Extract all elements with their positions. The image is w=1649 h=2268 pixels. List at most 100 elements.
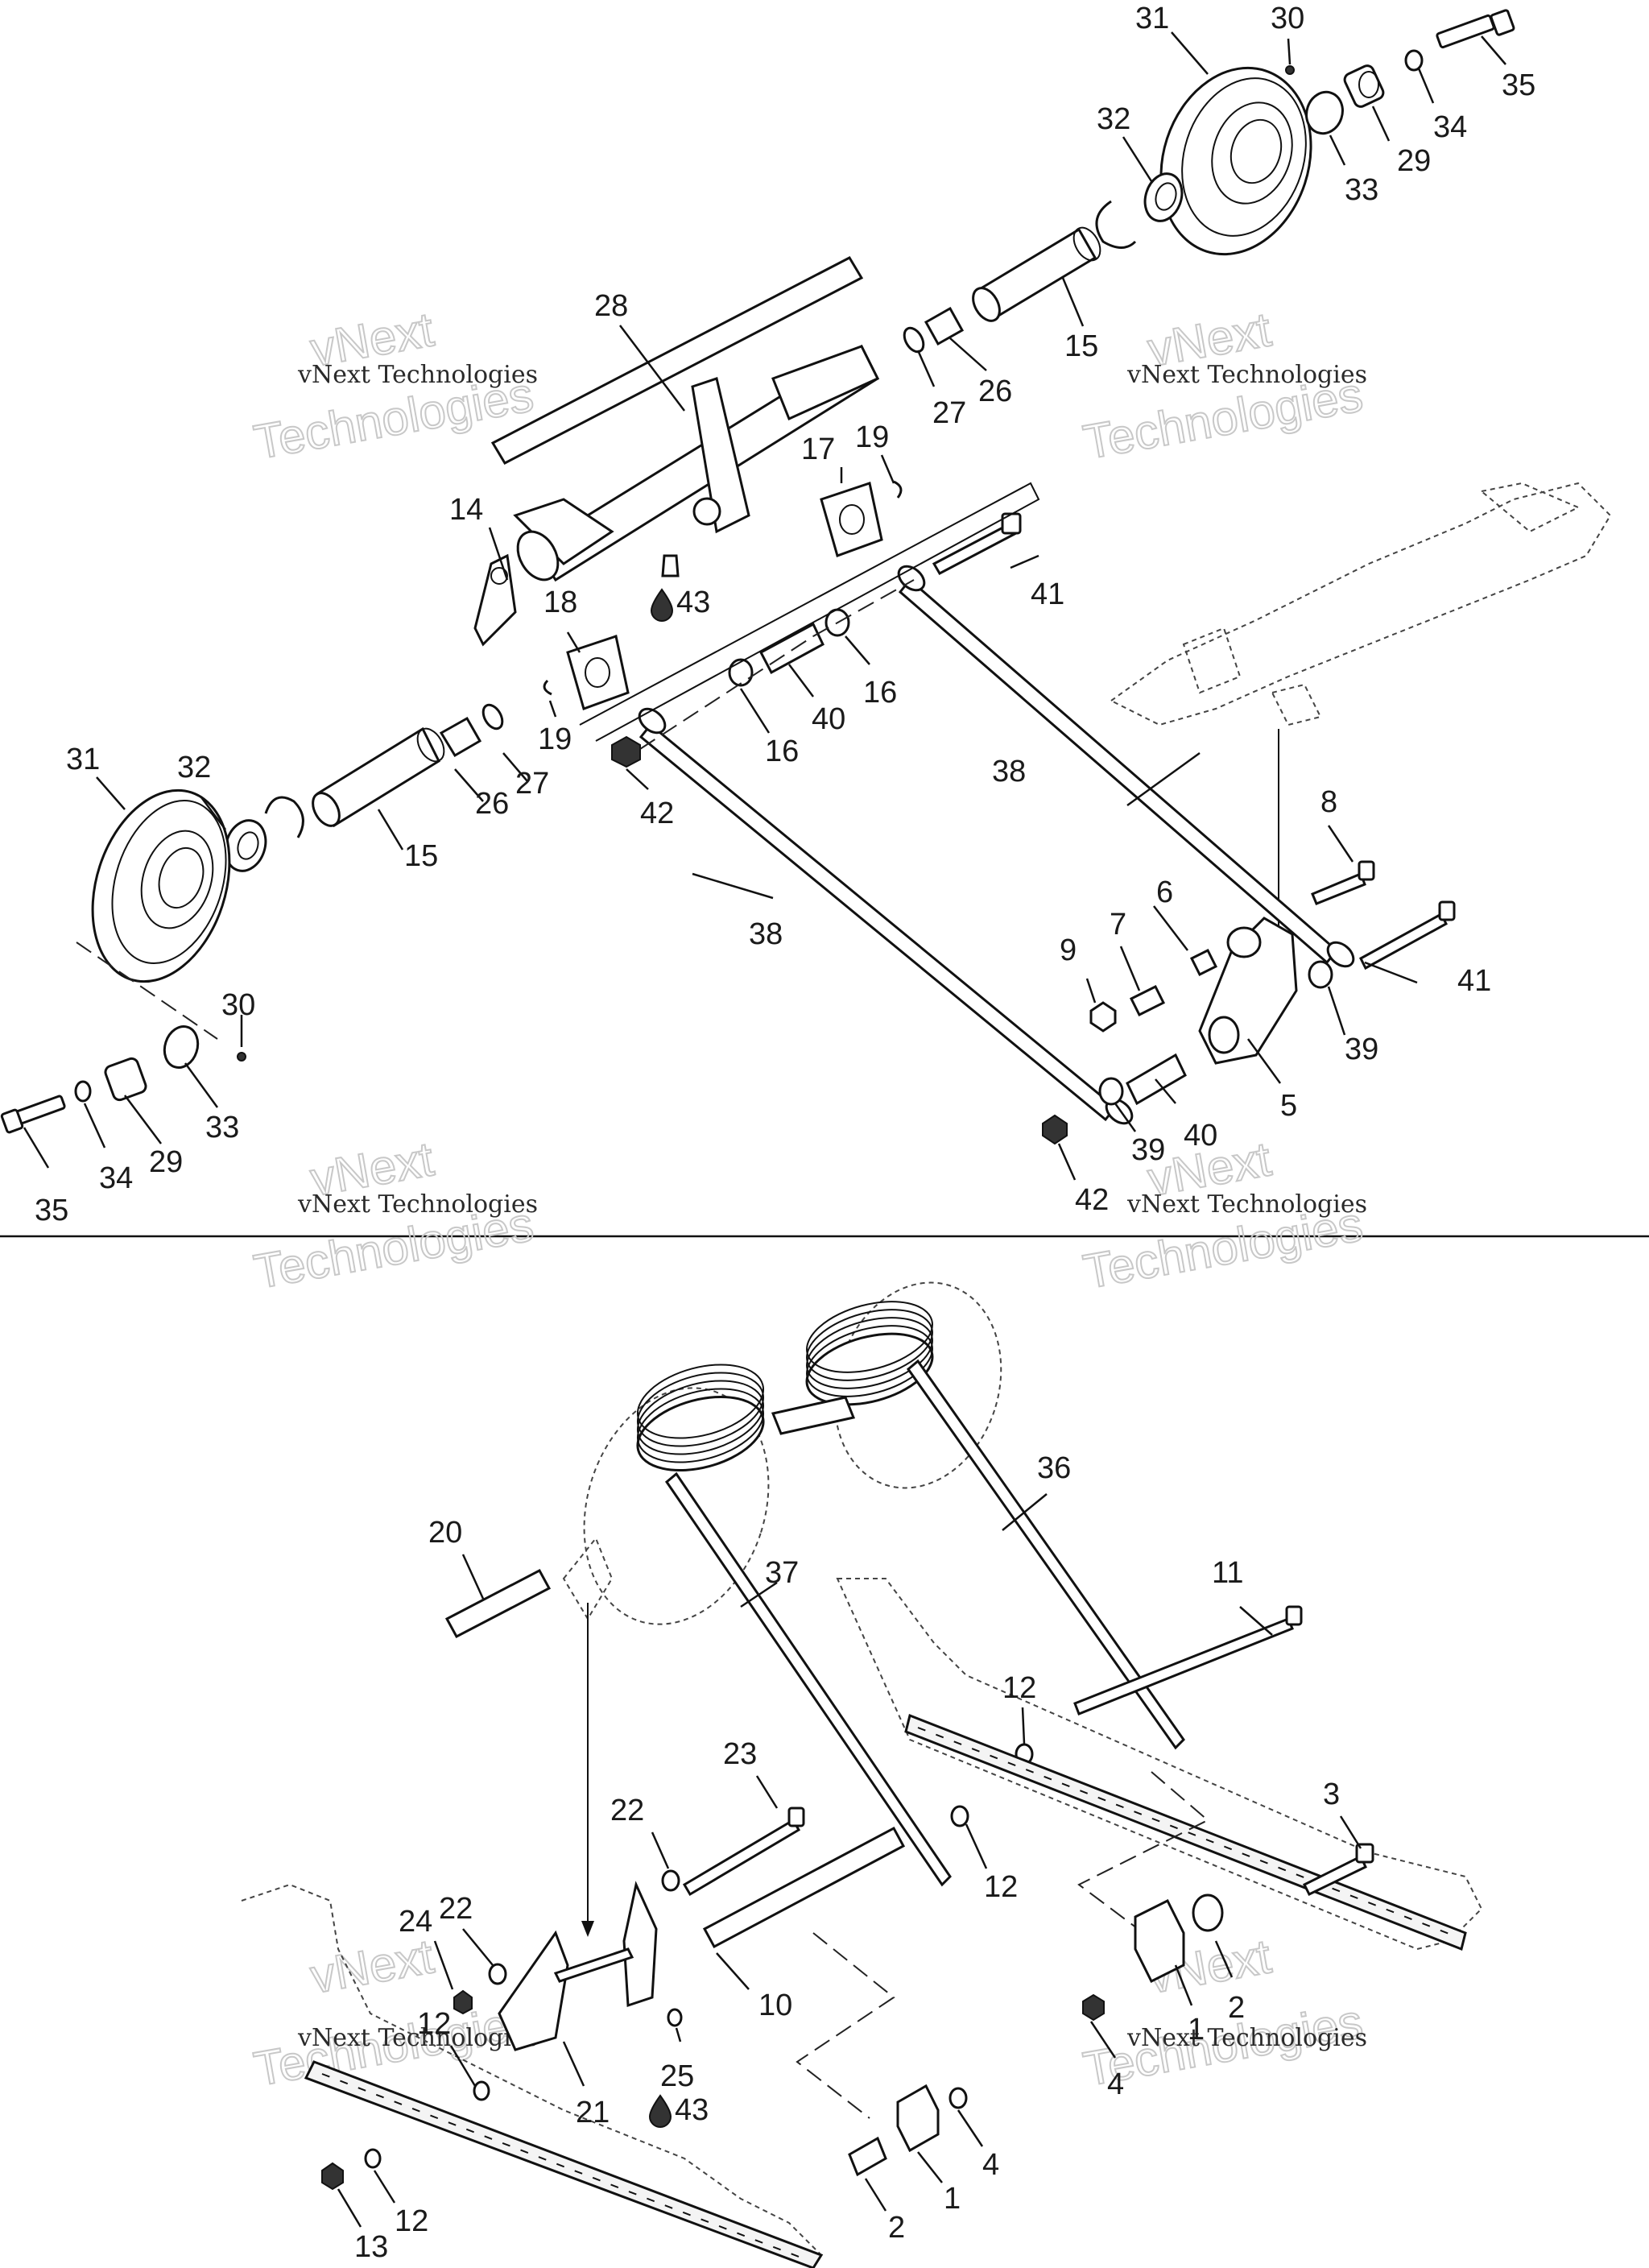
callout-12: 12 — [395, 2204, 428, 2238]
callout-34: 34 — [99, 1161, 133, 1195]
snap-ring-left — [264, 796, 304, 838]
callout-35: 35 — [1502, 68, 1535, 102]
bracket-21 — [498, 1881, 658, 2051]
callout-29: 29 — [149, 1145, 183, 1179]
grease-fitting-top — [661, 554, 680, 577]
bushing-top — [903, 306, 965, 354]
rocker-arm — [1198, 917, 1298, 1065]
slider-block-bottom — [848, 2084, 968, 2177]
callout-38: 38 — [992, 755, 1026, 788]
callout-22: 22 — [610, 1794, 644, 1827]
callout-40: 40 — [812, 702, 845, 736]
sleeve-top — [972, 226, 1101, 322]
rear-wheel-outline — [583, 1281, 1002, 1625]
watermark-text: vNext Technologies — [1126, 361, 1367, 389]
slider-block-right — [1082, 1893, 1224, 2022]
callout-24: 24 — [399, 1905, 432, 1939]
washer-22-left — [488, 1963, 507, 1985]
watermark-bottom-left: Technologies vNext vNext Technologies — [250, 1928, 539, 2097]
callout-22: 22 — [439, 1892, 473, 1926]
callout-18: 18 — [543, 586, 577, 619]
callout-34: 34 — [1433, 110, 1467, 144]
callout-27: 27 — [515, 767, 549, 801]
centerline-link-right — [812, 579, 915, 637]
bolt-41-top-head — [1001, 512, 1022, 535]
drop-icon — [648, 2094, 672, 2128]
cushion-block-17 — [820, 480, 903, 557]
callout-9: 9 — [1060, 933, 1077, 967]
callout-2: 2 — [888, 2211, 905, 2245]
drop-icon — [650, 588, 674, 622]
cushion-block-18 — [543, 635, 630, 710]
callout-30: 30 — [1271, 2, 1304, 35]
callout-7: 7 — [1110, 908, 1126, 942]
slide-rail-right — [836, 1578, 1483, 1951]
callout-26: 26 — [475, 787, 509, 821]
callout-26: 26 — [978, 375, 1012, 408]
callout-3: 3 — [1323, 1778, 1340, 1811]
link-rod-left — [638, 707, 1134, 1125]
callout-32: 32 — [177, 751, 211, 784]
callout-6: 6 — [1156, 875, 1173, 909]
callout-14: 14 — [449, 493, 483, 527]
callout-36: 36 — [1037, 1451, 1071, 1485]
callout-37: 37 — [765, 1556, 799, 1590]
rear-arm-frame-outline — [1110, 482, 1612, 726]
callout-8: 8 — [1320, 785, 1337, 819]
idler-wheel-left — [91, 788, 231, 983]
watermark-outline-text-small: vNext — [307, 1929, 438, 2004]
torsion-spring-left — [636, 1364, 952, 1887]
callout-35: 35 — [35, 1194, 68, 1227]
bolt-11 — [1073, 1617, 1294, 1715]
washer-12-mid — [950, 1805, 969, 1827]
washer-22-right — [661, 1869, 680, 1892]
slide-rail-left — [241, 1883, 824, 2268]
nut-24 — [453, 1989, 473, 2015]
callout-41: 41 — [1031, 577, 1064, 611]
callout-19: 19 — [538, 722, 572, 756]
watermark-text: vNext Technologies — [297, 2024, 538, 2052]
nut-42-top — [611, 735, 641, 768]
callout-32: 32 — [1097, 102, 1130, 136]
center-cross-shaft — [473, 344, 880, 647]
callout-17: 17 — [801, 432, 835, 466]
callout-16: 16 — [765, 735, 799, 768]
centerline-rail-left — [796, 1932, 895, 2119]
watermark-text: vNext Technologies — [297, 361, 538, 389]
watermark-text: vNext Technologies — [1126, 1190, 1367, 1219]
callout-4: 4 — [982, 2148, 999, 2182]
hardware-top-right — [1285, 9, 1515, 135]
bolt-11-head — [1285, 1605, 1303, 1626]
watermark-text: vNext Technologies — [1126, 2024, 1367, 2052]
callout-31: 31 — [1135, 2, 1169, 35]
callout-13: 13 — [354, 2230, 388, 2264]
callout-23: 23 — [723, 1737, 757, 1771]
grease-fitting-25 — [667, 2008, 683, 2027]
watermark-mid-right: Technologies vNext vNext Technologies — [1079, 1131, 1368, 1300]
shaft-20 — [444, 1568, 552, 1639]
callout-42: 42 — [1075, 1183, 1109, 1217]
snap-ring-top — [1095, 200, 1137, 249]
callout-39: 39 — [1131, 1133, 1165, 1167]
washer-12-bottom — [364, 2148, 382, 2169]
arrow-head — [581, 1921, 594, 1937]
callout-5: 5 — [1280, 1089, 1297, 1123]
centerline-left-wheel — [76, 942, 218, 1040]
callout-20: 20 — [428, 1516, 462, 1550]
callout-43: 43 — [676, 586, 710, 619]
callout-2: 2 — [1228, 1991, 1245, 2025]
watermark-mid-left: Technologies vNext vNext Technologies — [250, 1131, 539, 1300]
guide-bracket-line — [579, 482, 1040, 742]
callout-43: 43 — [675, 2093, 709, 2127]
callout-15: 15 — [404, 839, 438, 873]
rod-10 — [702, 1826, 906, 1949]
callout-38: 38 — [749, 917, 783, 951]
callout-19: 19 — [855, 420, 889, 454]
watermark-top-right: Technologies vNext vNext Technologies — [1079, 301, 1368, 470]
callout-33: 33 — [1345, 173, 1378, 207]
callout-25: 25 — [660, 2059, 694, 2093]
bushing-left — [439, 703, 504, 758]
callout-1: 1 — [1188, 2013, 1205, 2047]
callout-39: 39 — [1345, 1033, 1378, 1066]
